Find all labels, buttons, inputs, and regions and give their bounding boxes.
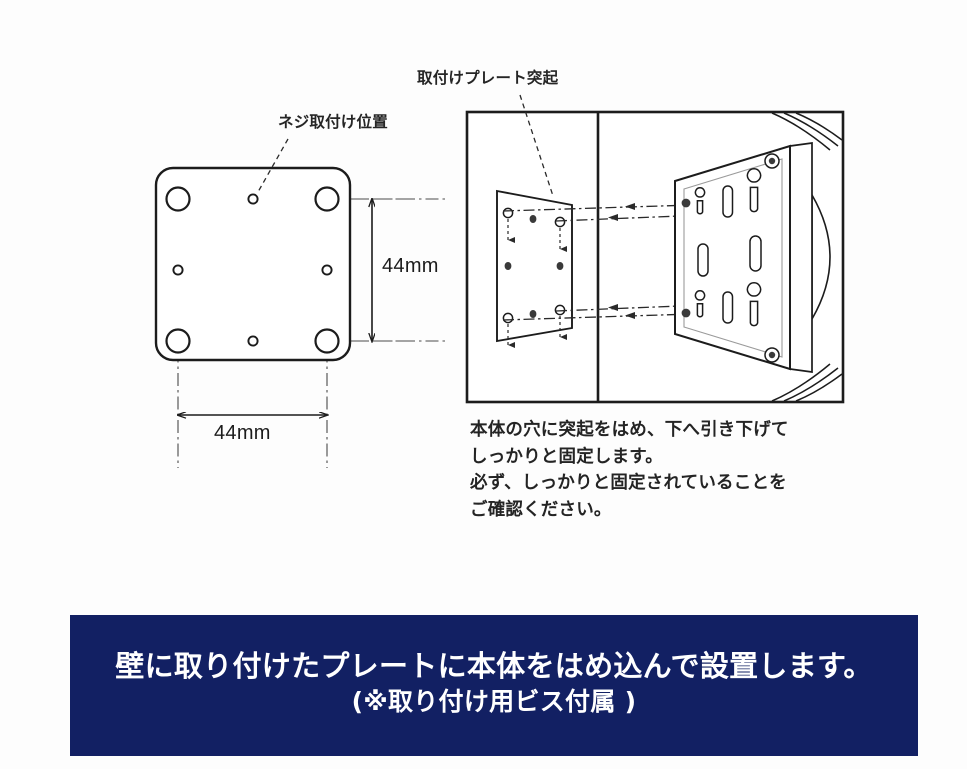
keyhole-slots-lower (694, 282, 762, 327)
body-screws (681, 153, 780, 363)
diagram-area: ネジ取付け位置 取付けプレート突起 44mm 44mm 本体の穴に突起をはめ、下… (154, 69, 910, 523)
mounting-plate-perspective (496, 189, 573, 348)
screw-position-leader (257, 138, 289, 193)
mounting-plate-face (496, 189, 573, 343)
instruction-line-1: 本体の穴に突起をはめ、下へ引き下げて (470, 420, 789, 440)
instruction-line-3: 必ず、しっかりと固定されていることを (470, 473, 787, 494)
body-side-slab (789, 142, 813, 373)
label-screw-position: ネジ取付け位置 (278, 113, 388, 131)
device-body (674, 112, 843, 402)
instruction-text: 本体の穴に突起をはめ、下へ引き下げて しっかりと固定します。 必ず、しっかりと固… (470, 417, 910, 523)
body-dome (811, 192, 831, 322)
plate-front-view (154, 138, 447, 468)
bottom-banner: 壁に取り付けたプレートに本体をはめ込んで設置します。 (※取り付け用ビス付属 ) (70, 615, 918, 756)
label-plate-boss: 取付けプレート突起 (417, 69, 559, 87)
installation-diagram-svg (154, 94, 845, 468)
dimension-vertical (355, 199, 447, 341)
cable-lines-bottom (771, 363, 843, 402)
body-front-plate (674, 144, 791, 371)
banner-line-primary: 壁に取り付けたプレートに本体をはめ込んで設置します。 (115, 649, 873, 684)
instruction-line-2: しっかりと固定します。 (470, 446, 663, 467)
assembly-perspective-view (465, 94, 845, 404)
plate-bosses (502, 207, 566, 324)
alignment-arrow-heads (608, 203, 635, 319)
body-middle-slots (697, 235, 762, 277)
body-front-rim (683, 158, 783, 358)
keyhole-slots-upper (694, 168, 762, 218)
cable-lines-top (771, 112, 843, 151)
plate-outline (154, 166, 352, 362)
banner-line-secondary: (※取り付け用ビス付属 ) (351, 687, 637, 717)
dimension-vertical-label: 44mm (382, 255, 439, 277)
instruction-line-4: ご確認ください。 (470, 499, 612, 520)
plate-corner-holes (165, 186, 340, 354)
dimension-horizontal-label: 44mm (214, 422, 271, 444)
plate-screw-holes (172, 193, 333, 347)
